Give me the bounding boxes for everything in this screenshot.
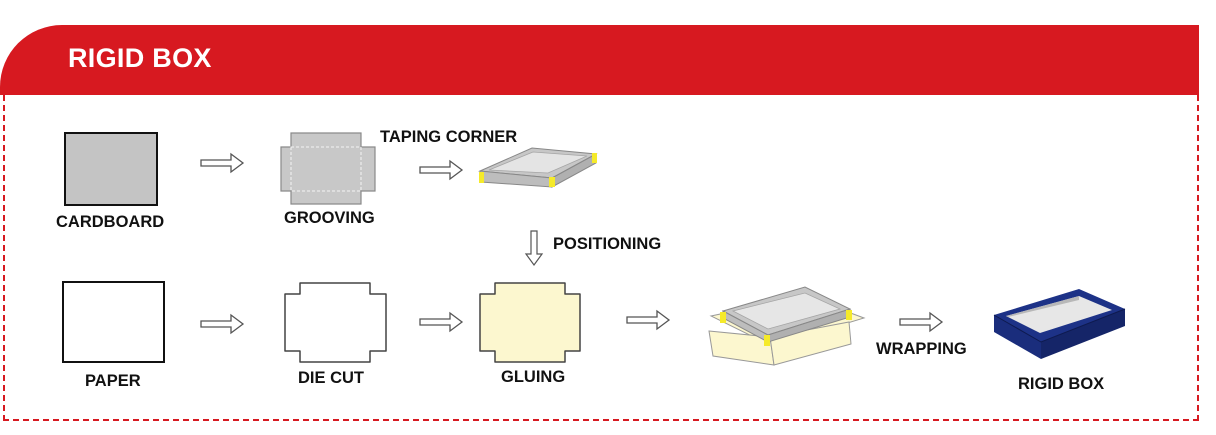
arrow-icon (419, 160, 463, 180)
glued-paper (479, 282, 581, 363)
label-gluing: GLUING (501, 368, 566, 386)
diagram-frame (3, 95, 1199, 421)
label-positioning: POSITIONING (553, 235, 662, 253)
arrow-icon (200, 153, 244, 173)
label-paper: PAPER (85, 372, 141, 390)
arrow-icon (626, 310, 670, 330)
header-banner: RIGID BOX (0, 25, 1199, 95)
label-die-cut: DIE CUT (298, 369, 364, 387)
die-cut-paper (284, 282, 387, 363)
grooved-board (280, 132, 376, 205)
arrow-down-icon (524, 230, 544, 267)
cardboard-sheet (64, 132, 158, 206)
label-rigid-box: RIGID BOX (1018, 375, 1105, 393)
rigid-box (993, 289, 1126, 359)
label-grooving: GROOVING (284, 209, 375, 227)
arrow-icon (419, 312, 463, 332)
label-taping-corner: TAPING CORNER (380, 128, 518, 146)
taped-tray (478, 147, 598, 188)
arrow-icon (200, 314, 244, 334)
label-wrapping: WRAPPING (876, 340, 967, 358)
page-title: RIGID BOX (68, 43, 212, 73)
paper-sheet (62, 281, 165, 363)
wrapped-tray (708, 286, 866, 366)
arrow-icon (899, 312, 943, 332)
label-cardboard: CARDBOARD (56, 213, 165, 231)
